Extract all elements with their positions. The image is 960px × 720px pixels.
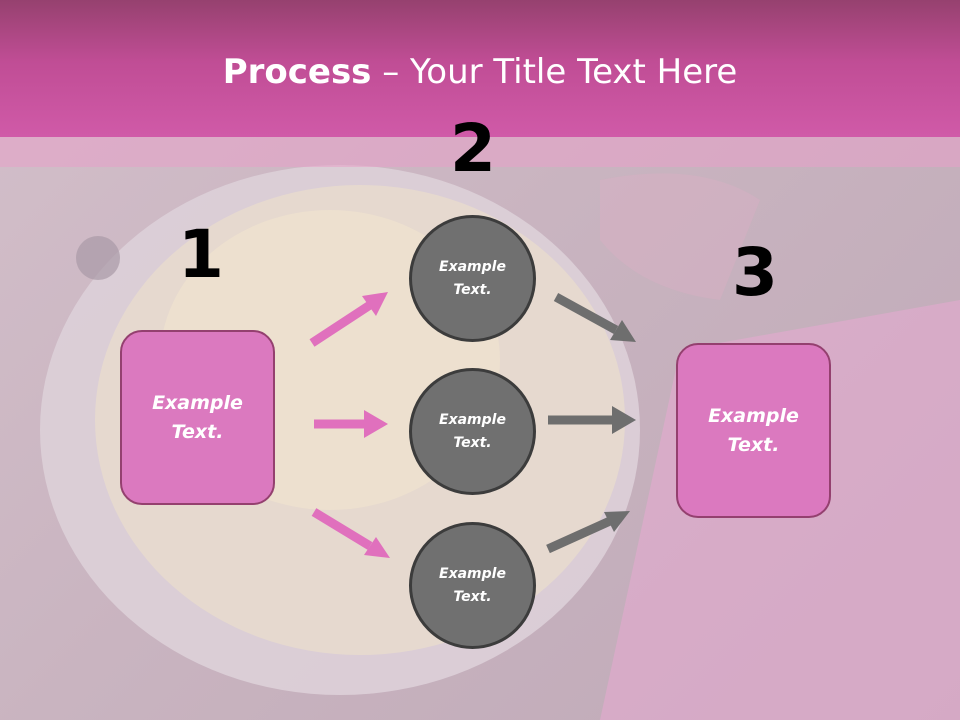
pink-arrow-up <box>309 292 388 347</box>
title-bar <box>0 0 960 137</box>
step-1-box: Example Text. <box>120 330 275 505</box>
step-3-text-line1: Example <box>708 404 799 427</box>
step-number-2: 2 <box>450 110 496 187</box>
title-rest: – Your Title Text Here <box>371 52 738 92</box>
step-number-1: 1 <box>178 216 224 293</box>
step-2-circle-bottom: Example Text. <box>409 522 536 649</box>
circle-middle-text-line1: Example <box>439 411 506 428</box>
step-number-3: 3 <box>732 234 778 311</box>
step-2-circle-top: Example Text. <box>409 215 536 342</box>
gray-arrow-up <box>546 511 630 554</box>
circle-middle-text-line2: Text. <box>453 434 492 451</box>
pink-arrow-down <box>311 508 390 558</box>
circle-bottom-text-line1: Example <box>439 565 506 582</box>
step-2-circle-middle: Example Text. <box>409 368 536 495</box>
circle-bottom-text-line2: Text. <box>453 588 492 605</box>
pink-arrow-right <box>314 410 388 438</box>
slide-title: Process – Your Title Text Here <box>0 52 960 92</box>
step-1-text-line1: Example <box>152 391 243 414</box>
title-bar-band <box>0 137 960 167</box>
step-1-text-line2: Text. <box>171 420 224 443</box>
gray-arrow-down <box>553 293 636 342</box>
title-bold: Process <box>222 52 372 92</box>
circle-top-text-line2: Text. <box>453 281 492 298</box>
circle-top-text-line1: Example <box>439 258 506 275</box>
gray-arrow-right <box>548 406 636 434</box>
step-3-box: Example Text. <box>676 343 831 518</box>
step-3-text-line2: Text. <box>727 433 780 456</box>
